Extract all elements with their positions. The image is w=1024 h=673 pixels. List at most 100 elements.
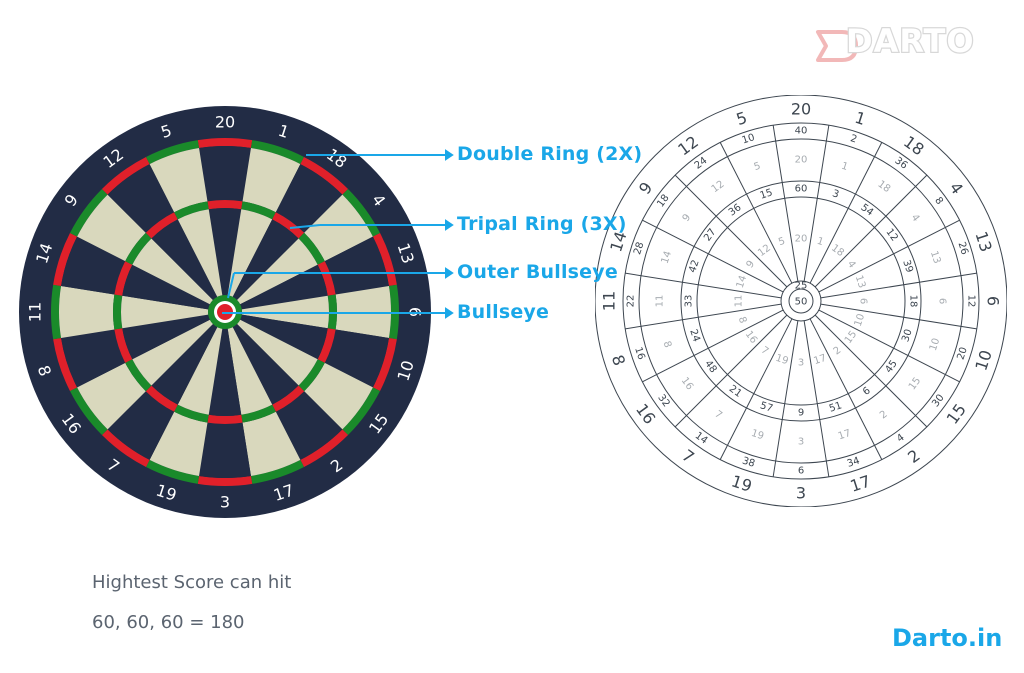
- double-value: 2: [849, 133, 858, 145]
- outer-single-value: 13: [928, 250, 942, 266]
- triple-ring-segment: [114, 328, 133, 363]
- triple-value: 3: [831, 188, 840, 200]
- ring-line: [622, 122, 980, 480]
- triple-ring-segment: [145, 385, 178, 412]
- inner-single-segment: [177, 209, 223, 297]
- triple-ring-segment: [317, 261, 336, 296]
- segment-divider: [625, 272, 782, 299]
- segment-divider: [818, 219, 960, 293]
- outer-single-value: 17: [837, 428, 853, 442]
- inner-single-value: 10: [853, 312, 867, 328]
- triple-value: 15: [759, 187, 775, 201]
- callout-outer-bullseye: Outer Bullseye: [457, 261, 618, 283]
- segment-divider: [809, 142, 883, 284]
- triple-ring-segment: [174, 201, 209, 220]
- double-ring-segment: [372, 337, 397, 391]
- double-ring-segment: [300, 156, 349, 195]
- triple-ring-segment: [241, 404, 276, 423]
- inner-single-segment: [208, 208, 242, 296]
- inner-single-value: 4: [845, 259, 858, 271]
- outer-single-segment: [275, 391, 343, 460]
- outer-single-segment: [149, 411, 208, 476]
- outer-single-segment: [77, 362, 146, 430]
- arrowhead-icon: [445, 267, 454, 279]
- inner-single-segment: [122, 314, 210, 360]
- double-ring-segment: [101, 429, 150, 468]
- board-lines: [595, 95, 1007, 507]
- triple-ring-segment: [125, 359, 152, 392]
- inner-single-segment: [132, 319, 213, 386]
- outer-single-segment: [275, 164, 343, 233]
- inner-single-segment: [121, 295, 209, 329]
- inner-single-segment: [240, 314, 328, 360]
- callout-line-outer-bull: [227, 272, 235, 299]
- outer-single-segment: [107, 164, 175, 233]
- bull-value: 50: [795, 297, 808, 308]
- outer-single-value: 6: [937, 298, 948, 304]
- inner-single-segment: [132, 238, 213, 305]
- inner-single-segment: [240, 264, 328, 310]
- outer-single-value: 9: [681, 212, 694, 224]
- double-ring-segment: [51, 284, 62, 340]
- callout-bullseye: Bullseye: [457, 301, 550, 323]
- segment-divider: [818, 309, 960, 383]
- segment-number: 11: [600, 291, 619, 311]
- inner-single-segment: [227, 209, 273, 297]
- segment-divider: [625, 303, 782, 330]
- segment-divider: [642, 219, 784, 293]
- triple-value: 33: [684, 295, 695, 308]
- triple-value: 57: [759, 400, 775, 414]
- outer-single-value: 10: [928, 337, 942, 353]
- inner-single-value: 5: [777, 236, 786, 248]
- outer-single-value: 3: [798, 437, 804, 448]
- inner-single-segment: [237, 319, 318, 386]
- double-ring-segment: [250, 140, 304, 165]
- outer-single-segment: [107, 391, 175, 460]
- inner-single-value: 6: [858, 298, 869, 304]
- inner-single-value: 7: [759, 345, 771, 358]
- triple-value: 24: [687, 328, 701, 344]
- double-value: 10: [741, 132, 757, 146]
- outer-single-segment: [149, 148, 208, 213]
- double-value: 16: [632, 346, 646, 362]
- segment-divider: [674, 314, 788, 428]
- segment-divider: [814, 174, 928, 288]
- inner-single-value: 14: [735, 274, 749, 290]
- outer-single-value: 7: [712, 409, 724, 422]
- double-value: 22: [626, 295, 637, 308]
- inner-single-value: 3: [798, 358, 804, 369]
- caption-title: Hightest Score can hit: [92, 572, 292, 593]
- outer-single-value: 11: [655, 295, 666, 308]
- double-value: 4: [895, 432, 907, 445]
- segment-number: 3: [220, 493, 230, 512]
- double-value: 6: [798, 466, 804, 477]
- arrowhead-icon: [445, 307, 454, 319]
- ring-line: [780, 280, 822, 322]
- segment-divider: [772, 320, 799, 477]
- ring-line: [696, 196, 906, 406]
- segment-number: 20: [215, 113, 235, 132]
- callout-double-ring: Double Ring (2X): [457, 143, 643, 165]
- site-name: Darto.in: [892, 624, 1003, 652]
- arrowhead-icon: [445, 149, 454, 161]
- double-ring-segment: [250, 459, 304, 484]
- inner-single-value: 17: [812, 353, 828, 367]
- outer-single-value: 14: [660, 250, 674, 266]
- segment-number: 3: [796, 484, 806, 503]
- segment-divider: [642, 309, 784, 383]
- triple-value: 51: [828, 400, 844, 414]
- outer-single-segment: [77, 194, 146, 262]
- inner-single-segment: [237, 238, 318, 305]
- inner-single-segment: [208, 328, 242, 416]
- inner-single-value: 11: [734, 295, 745, 308]
- segment-divider: [809, 318, 883, 460]
- triple-ring-segment: [272, 212, 305, 239]
- inner-single-value: 2: [832, 345, 844, 358]
- segment-number: 6: [984, 296, 1003, 306]
- inner-single-value: 19: [774, 353, 790, 367]
- inner-single-segment: [151, 324, 218, 405]
- outer-single-value: 19: [750, 428, 766, 442]
- triple-value: 60: [795, 184, 808, 195]
